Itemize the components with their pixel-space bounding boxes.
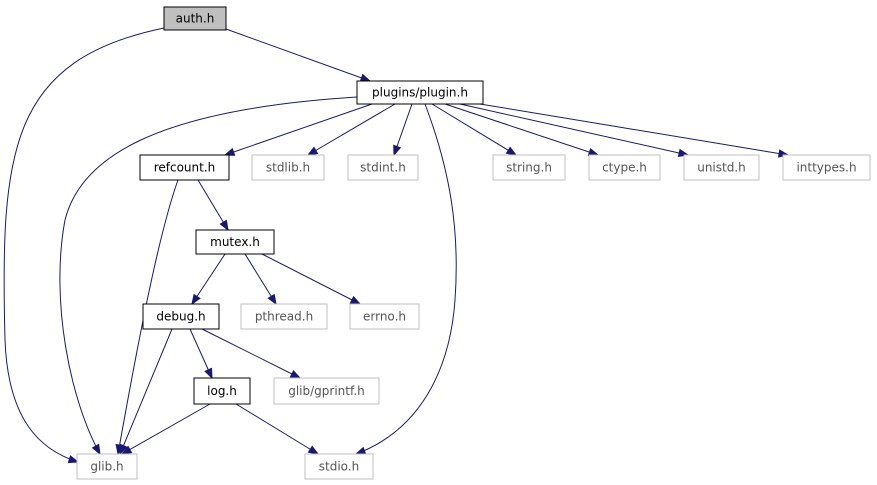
node-glib-h-label: glib.h [90, 460, 123, 474]
node-errno-h[interactable]: errno.h [349, 303, 420, 330]
node-debug-h[interactable]: debug.h [142, 303, 220, 330]
arrowhead-debug-h-to-glib-h [119, 443, 128, 456]
node-glib-gprintf-h[interactable]: glib/gprintf.h [273, 377, 380, 405]
node-auth-h[interactable]: auth.h [163, 6, 227, 31]
nodes: auth.h plugins/plugin.h refcount.h stdli… [76, 6, 871, 480]
edge-mutex-h-to-debug-h [191, 253, 226, 306]
edge-plugin-h-to-string-h [431, 103, 518, 156]
node-stdlib-h[interactable]: stdlib.h [251, 154, 325, 181]
node-inttypes-h-label: inttypes.h [796, 161, 856, 175]
edge-plugin-h-to-refcount-h [223, 103, 373, 156]
node-unistd-h-label: unistd.h [697, 161, 746, 175]
edge-log-h-to-glib-h [120, 403, 211, 455]
node-inttypes-h[interactable]: inttypes.h [782, 154, 871, 181]
edge-refcount-h-to-mutex-h [197, 179, 229, 232]
node-errno-h-label: errno.h [363, 310, 406, 324]
node-mutex-h-label: mutex.h [210, 235, 260, 249]
edge-log-h-to-stdio-h [235, 403, 320, 455]
node-stdio-h-label: stdio.h [319, 460, 359, 474]
node-mutex-h[interactable]: mutex.h [195, 229, 275, 255]
edge-debug-h-to-glib-h [119, 328, 173, 456]
edge-auth-h-to-plugin-h [225, 28, 372, 82]
arrowhead-plugin-h-to-stdlib-h [306, 146, 319, 156]
node-log-h-label: log.h [207, 384, 237, 398]
node-log-h[interactable]: log.h [193, 377, 251, 405]
node-stdio-h[interactable]: stdio.h [304, 453, 374, 480]
node-stdint-h[interactable]: stdint.h [347, 154, 419, 181]
node-refcount-h-label: refcount.h [154, 161, 216, 175]
node-refcount-h[interactable]: refcount.h [139, 154, 230, 181]
node-pthread-h[interactable]: pthread.h [240, 303, 328, 330]
node-stdint-h-label: stdint.h [360, 161, 406, 175]
arrowhead-plugin-h-to-glib-h [91, 443, 101, 456]
arrowhead-mutex-h-to-errno-h [349, 295, 362, 305]
arrowhead-plugin-h-to-refcount-h [223, 147, 236, 156]
node-string-h[interactable]: string.h [492, 154, 566, 181]
edge-mutex-h-to-errno-h [261, 253, 362, 305]
arrowhead-log-h-to-glib-h [120, 445, 133, 455]
node-glib-gprintf-h-label: glib/gprintf.h [288, 384, 365, 398]
node-plugins-plugin-h-label: plugins/plugin.h [372, 86, 468, 100]
node-ctype-h-label: ctype.h [602, 161, 647, 175]
edge-plugin-h-to-glib-h [59, 96, 358, 456]
node-plugins-plugin-h[interactable]: plugins/plugin.h [356, 80, 484, 105]
node-ctype-h[interactable]: ctype.h [588, 154, 661, 181]
node-string-h-label: string.h [506, 161, 552, 175]
edges [3, 27, 790, 464]
edge-auth-h-to-glib-h [3, 27, 165, 464]
edge-debug-h-to-log-h [189, 328, 213, 380]
arrowhead-debug-h-to-glib-gprintf-h [289, 369, 302, 379]
edge-debug-h-to-glib-gprintf-h [201, 328, 302, 379]
edge-plugin-h-to-stdint-h [393, 103, 413, 157]
arrowhead-mutex-h-to-debug-h [191, 293, 201, 306]
arrowhead-plugin-h-to-stdint-h [393, 144, 402, 157]
edge-plugin-h-to-inttypes-h [479, 103, 790, 158]
arrowhead-plugin-h-to-string-h [505, 146, 518, 156]
node-glib-h[interactable]: glib.h [76, 453, 138, 480]
node-stdlib-h-label: stdlib.h [266, 161, 310, 175]
node-auth-h-label: auth.h [176, 12, 215, 26]
arrowhead-debug-h-to-log-h [204, 367, 213, 380]
node-unistd-h[interactable]: unistd.h [683, 154, 760, 181]
arrowhead-mutex-h-to-pthread-h [267, 293, 277, 306]
arrowhead-refcount-h-to-mutex-h [219, 219, 229, 232]
arrowhead-plugin-h-to-stdio-h [354, 446, 367, 455]
arrowhead-auth-h-to-plugin-h [359, 73, 372, 82]
arrowhead-auth-h-to-glib-h [67, 455, 80, 464]
arrowhead-log-h-to-stdio-h [307, 445, 320, 455]
edge-mutex-h-to-pthread-h [244, 253, 277, 306]
arrowhead-plugin-h-to-ctype-h [587, 147, 600, 157]
node-pthread-h-label: pthread.h [255, 310, 313, 324]
edge-plugin-h-to-unistd-h [459, 103, 690, 158]
edge-plugin-h-to-stdlib-h [306, 103, 396, 156]
node-debug-h-label: debug.h [156, 310, 205, 324]
